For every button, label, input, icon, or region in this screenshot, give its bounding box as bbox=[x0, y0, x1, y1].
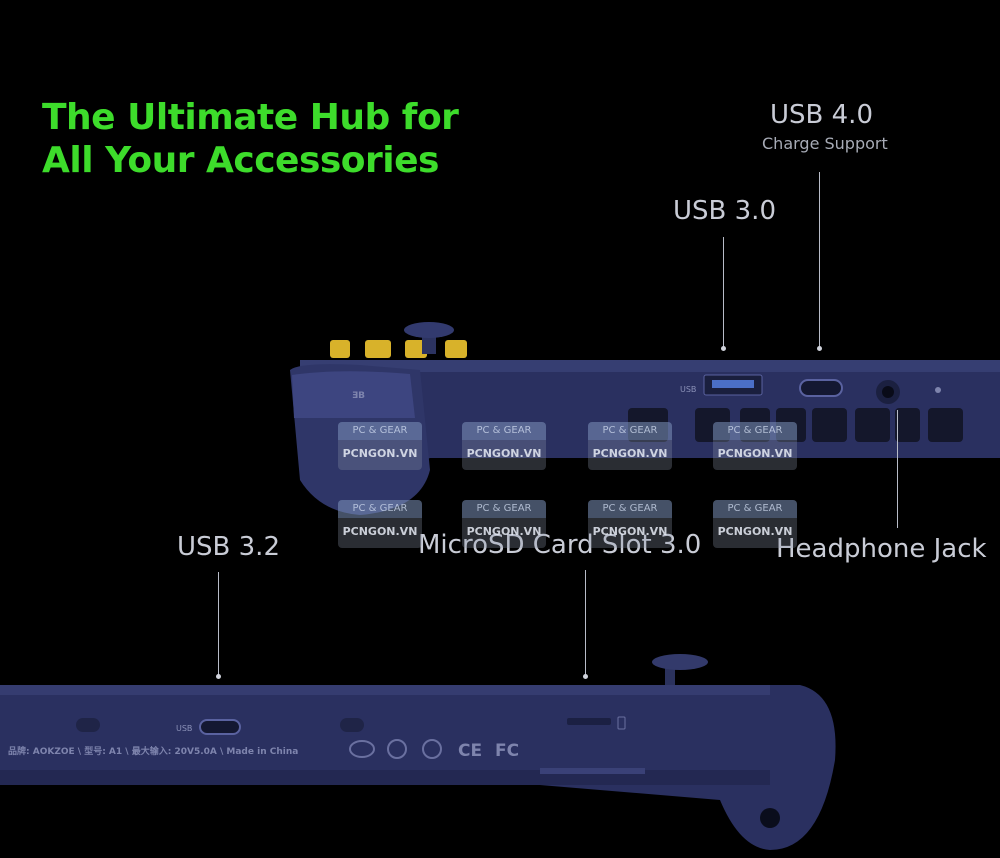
headphone-leader-line bbox=[897, 410, 898, 528]
usb30-leader-line bbox=[723, 237, 724, 347]
watermark-bottom-text: PCNGON.VN bbox=[717, 525, 793, 538]
watermark-bottom-text: PCNGON.VN bbox=[592, 447, 668, 460]
watermark-bottom-text: PCNGON.VN bbox=[466, 525, 542, 538]
watermark: PC & GEAR PCNGON.VN bbox=[462, 422, 546, 470]
regulatory-text: 品牌: AOKZOE \ 型号: A1 \ 最大输入: 20V5.0A \ Ma… bbox=[8, 745, 298, 757]
watermark-top-text: PC & GEAR bbox=[338, 422, 422, 440]
microsd-leader-line bbox=[585, 570, 586, 676]
headline-line-1: The Ultimate Hub for bbox=[42, 97, 459, 138]
watermark-bottom-text: PCNGON.VN bbox=[592, 525, 668, 538]
watermark: PC & GEAR PCNGON.VN bbox=[338, 500, 422, 548]
svg-text:FC: FC bbox=[495, 741, 519, 761]
watermark-top-text: PC & GEAR bbox=[338, 500, 422, 518]
microsd-leader-dot bbox=[583, 674, 588, 679]
usb32-label: USB 3.2 bbox=[177, 532, 280, 562]
watermark: PC & GEAR PCNGON.VN bbox=[713, 500, 797, 548]
watermark-top-text: PC & GEAR bbox=[462, 422, 546, 440]
microsd-label: MicroSD Card Slot 3.0 bbox=[418, 530, 702, 560]
usb30-leader-dot bbox=[721, 346, 726, 351]
watermark-top-text: PC & GEAR bbox=[713, 500, 797, 518]
certification-marks bbox=[349, 739, 442, 759]
headphone-label: Headphone Jack bbox=[776, 534, 987, 564]
usb30-label: USB 3.0 bbox=[673, 196, 776, 226]
page-headline: The Ultimate Hub for All Your Accessorie… bbox=[42, 96, 459, 182]
svg-text:CE: CE bbox=[458, 741, 482, 761]
watermark: PC & GEAR PCNGON.VN bbox=[588, 500, 672, 548]
headline-line-2: All Your Accessories bbox=[42, 140, 439, 181]
watermark: PC & GEAR PCNGON.VN bbox=[588, 422, 672, 470]
usb40-leader-dot bbox=[817, 346, 822, 351]
usb40-subtitle: Charge Support bbox=[762, 134, 888, 153]
bottom-usb-text: USB bbox=[176, 724, 192, 733]
watermark-top-text: PC & GEAR bbox=[588, 422, 672, 440]
usb40-label: USB 4.0 bbox=[770, 100, 873, 130]
usb40-leader-line bbox=[819, 172, 820, 348]
watermark-bottom-text: PCNGON.VN bbox=[466, 447, 542, 460]
watermark-top-text: PC & GEAR bbox=[588, 500, 672, 518]
watermark-top-text: PC & GEAR bbox=[713, 422, 797, 440]
usb32-leader-line bbox=[218, 572, 219, 676]
usb32-leader-dot bbox=[216, 674, 221, 679]
top-usb-text: USB bbox=[680, 385, 696, 394]
watermark: PC & GEAR PCNGON.VN bbox=[338, 422, 422, 470]
top-device-side-view: ƎB USB bbox=[290, 322, 1000, 515]
watermark-bottom-text: PCNGON.VN bbox=[342, 447, 418, 460]
bottom-device-side-view: USB 品牌: AOKZOE \ 型号: A1 \ 最大输入: 20V5.0A … bbox=[0, 654, 836, 850]
svg-text:ƎB: ƎB bbox=[352, 391, 365, 401]
watermark-bottom-text: PCNGON.VN bbox=[342, 525, 418, 538]
watermark: PC & GEAR PCNGON.VN bbox=[713, 422, 797, 470]
watermark-top-text: PC & GEAR bbox=[462, 500, 546, 518]
watermark: PC & GEAR PCNGON.VN bbox=[462, 500, 546, 548]
watermark-bottom-text: PCNGON.VN bbox=[717, 447, 793, 460]
